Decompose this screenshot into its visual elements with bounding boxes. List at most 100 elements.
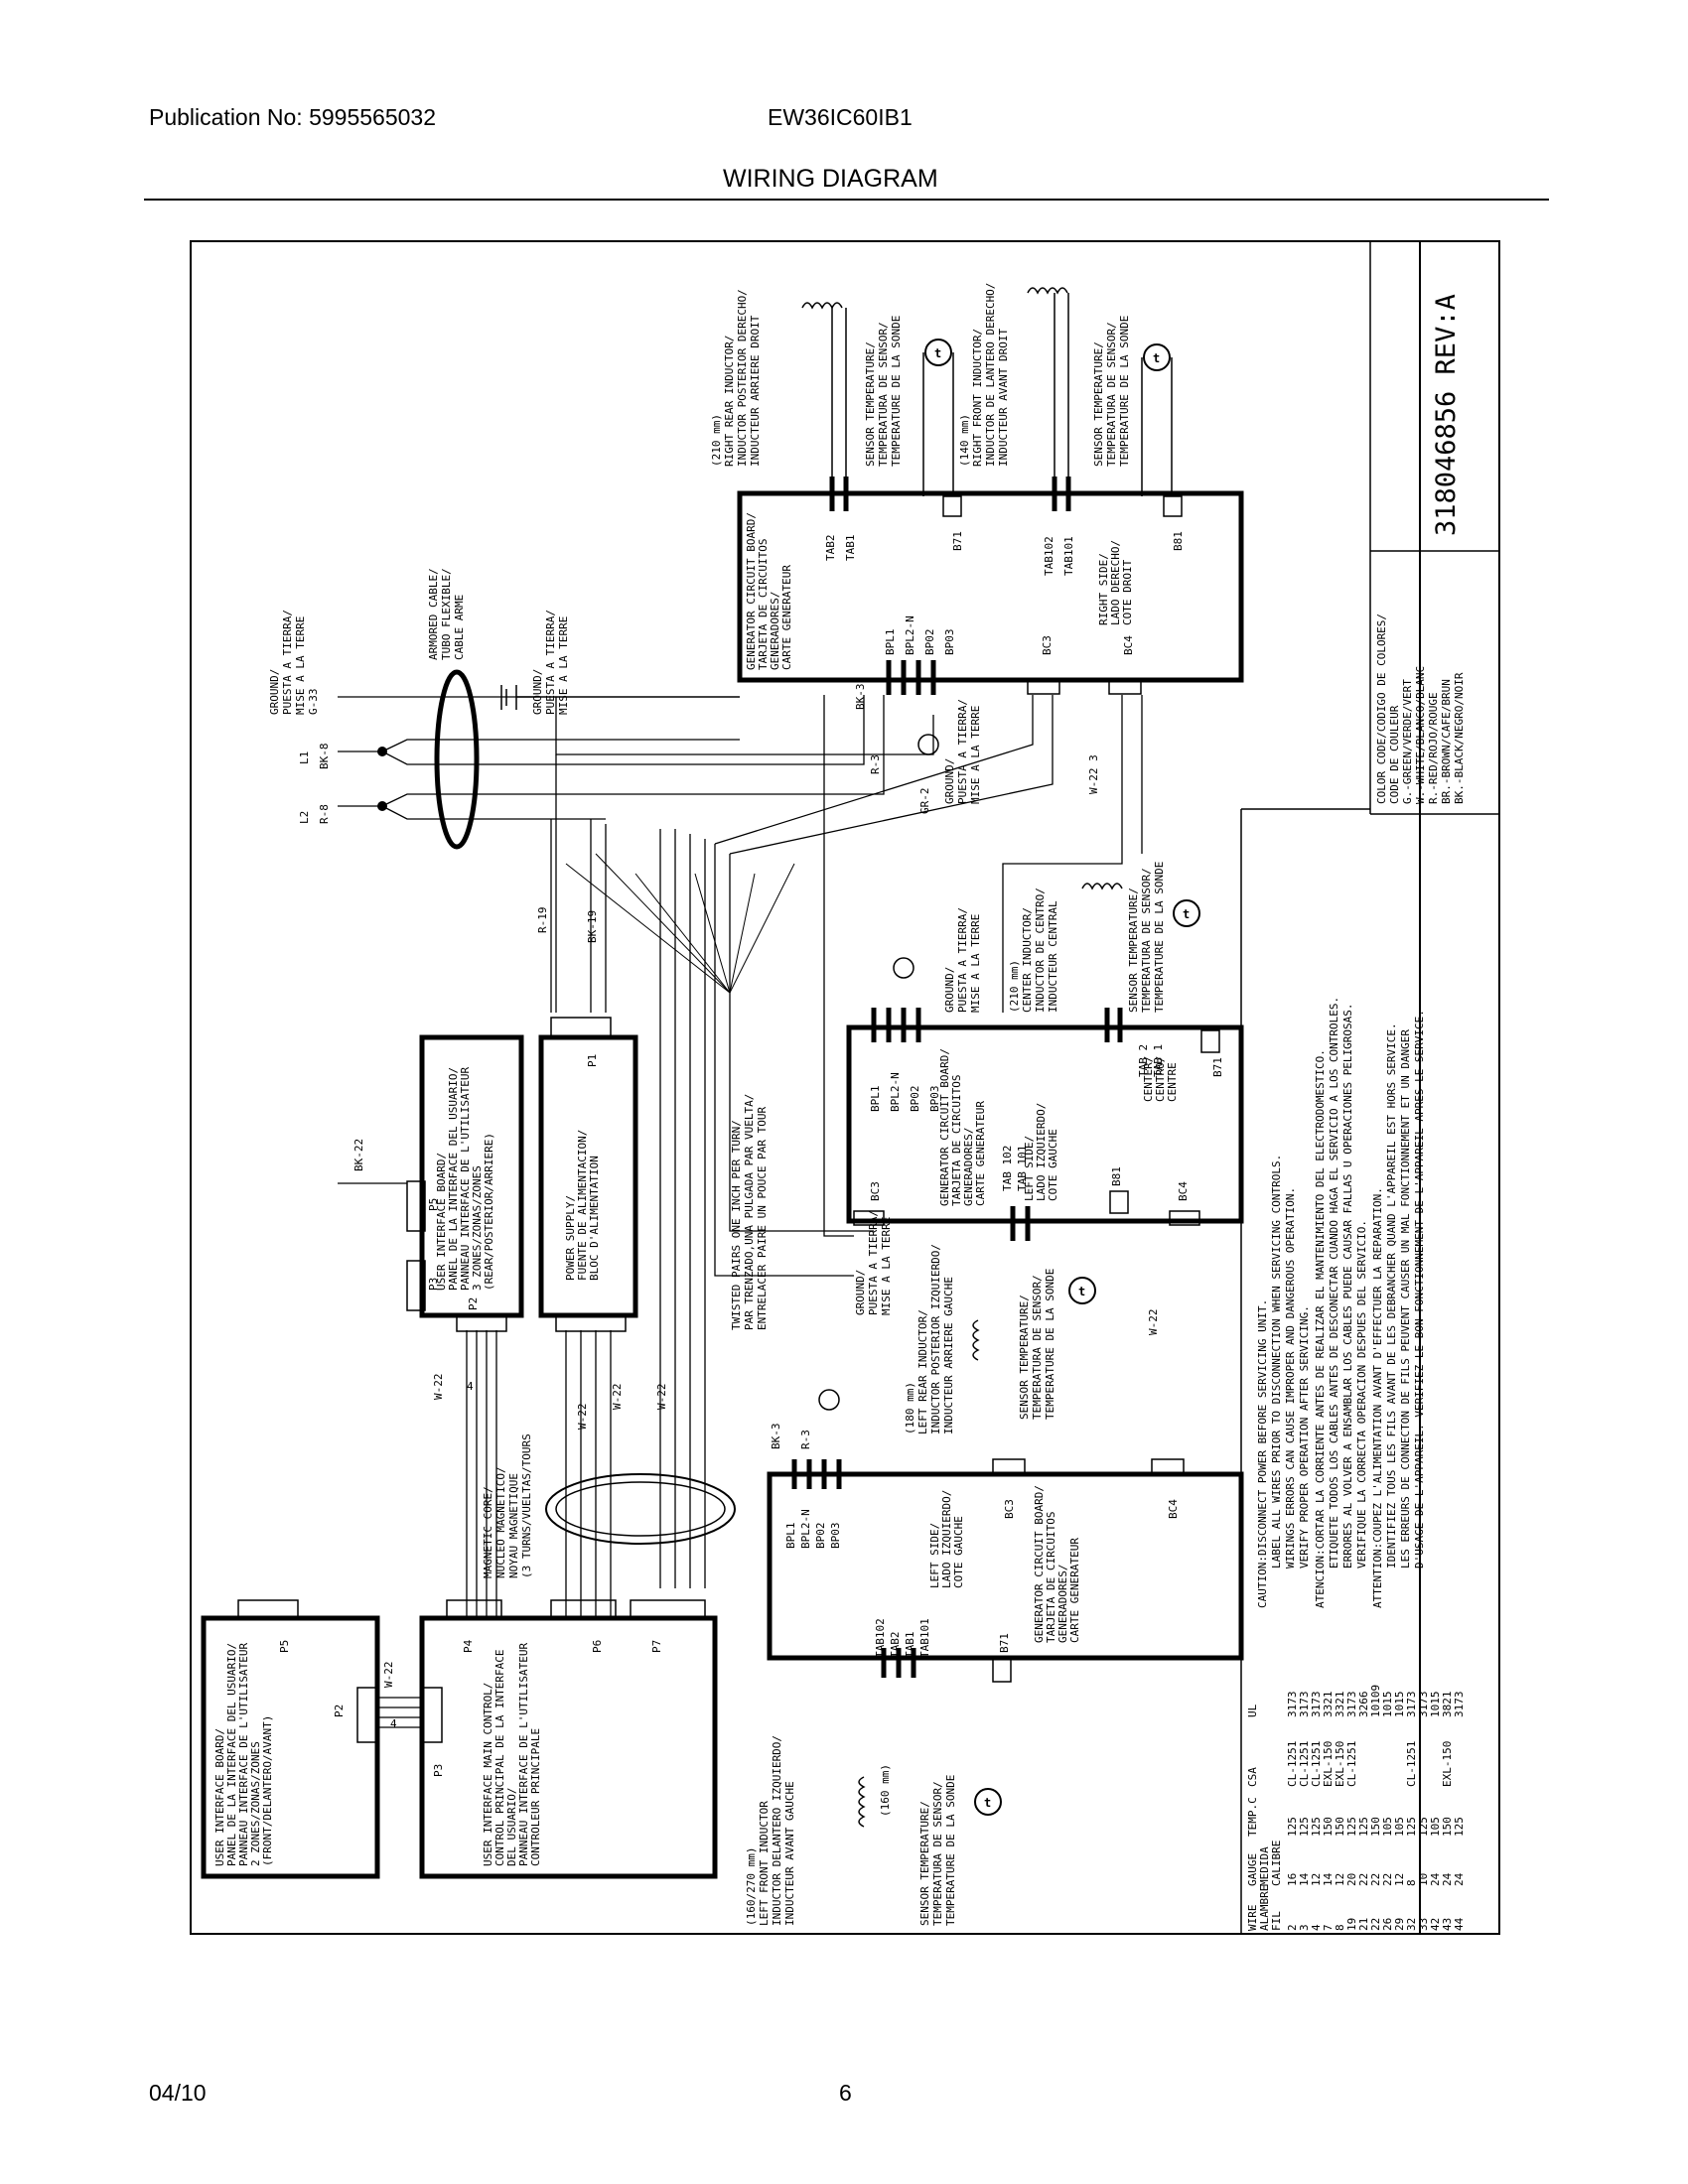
svg-text:BK.-BLACK/NEGRO/NOIR: BK.-BLACK/NEGRO/NOIR	[1453, 672, 1466, 804]
tab2-center: TAB 2	[1137, 1044, 1150, 1077]
sensor-t-glyph: t	[1153, 351, 1160, 365]
bk19-label: BK-19	[586, 910, 599, 943]
bc4-label: BC4	[1122, 635, 1135, 655]
svg-text:LEFT SIDE/: LEFT SIDE/	[928, 1523, 941, 1588]
svg-text:PANNEAU INTERFACE DE L'UTILISA: PANNEAU INTERFACE DE L'UTILISATEUR	[459, 1066, 472, 1291]
table-cell: 1015	[1381, 1692, 1394, 1718]
bc3-label: BC3	[1041, 635, 1054, 655]
svg-text:TEMPERATURE DE LA SONDE: TEMPERATURE DE LA SONDE	[944, 1775, 957, 1926]
table-cell: 3173	[1298, 1692, 1311, 1718]
table-header: UL	[1246, 1704, 1259, 1717]
svg-text:INDUCTOR POSTERIOR IZQUIERDO/: INDUCTOR POSTERIOR IZQUIERDO/	[929, 1244, 942, 1434]
center-side-label: CENTER/ CENTRO/ CENTRE	[1142, 1056, 1179, 1102]
table-cell: 105	[1381, 1817, 1394, 1837]
bpl2n-center: BPL2-N	[889, 1072, 902, 1112]
bc3-bottom: BC3	[1003, 1499, 1016, 1519]
svg-text:LEFT FRONT INDUCTOR: LEFT FRONT INDUCTOR	[758, 1801, 771, 1926]
bpl2n-label: BPL2-N	[904, 615, 916, 655]
tab1-bottom: TAB1	[904, 1632, 916, 1659]
svg-text:GENERADORES/: GENERADORES/	[769, 592, 781, 670]
svg-text:2 ZONES/ZONAS/ZONES: 2 ZONES/ZONAS/ZONES	[249, 1741, 262, 1866]
ui-2zone-wires	[377, 1697, 422, 1728]
table-cell: 1015	[1429, 1692, 1442, 1718]
svg-text:NUCLEO MAGNETICO/: NUCLEO MAGNETICO/	[494, 1466, 507, 1578]
connector-block	[550, 1017, 612, 1038]
svg-text:R.-RED/ROJO/ROUGE: R.-RED/ROJO/ROUGE	[1427, 692, 1440, 804]
l1-label: L1	[298, 751, 311, 764]
svg-text:SENSOR TEMPERATURE/: SENSOR TEMPERATURE/	[864, 341, 877, 467]
b81-center: B81	[1110, 1166, 1123, 1186]
svg-text:WIRINGS ERRORS CAN CAUSE IMPRO: WIRINGS ERRORS CAN CAUSE IMPROPER AND DA…	[1284, 1187, 1297, 1569]
sensor-t-glyph: t	[984, 1796, 991, 1810]
table-header: CSA	[1246, 1767, 1259, 1787]
svg-text:INDUCTEUR AVANT GAUCHE: INDUCTEUR AVANT GAUCHE	[783, 1781, 796, 1926]
svg-text:MISE A LA TERRE: MISE A LA TERRE	[557, 616, 570, 715]
right-side-label: RIGHT SIDE/ LADO DERECHO/ COTE DROIT	[1097, 540, 1134, 625]
ground3-label: GROUND/ PUESTA A TIERRA/ MISE A LA TERRE	[943, 699, 982, 804]
table-cell: 105	[1429, 1817, 1442, 1837]
svg-text:LADO IZQUIERDO/: LADO IZQUIERDO/	[1035, 1103, 1048, 1201]
svg-text:MISE A LA TERRE: MISE A LA TERRE	[880, 1217, 893, 1315]
w22-2zone-label: W-22	[382, 1662, 395, 1689]
diagram-frame	[190, 240, 1500, 1935]
bpl1-label: BPL1	[884, 629, 897, 656]
left-rear-inductor-coil	[972, 1319, 980, 1361]
svg-text:GENERATOR CIRCUIT BOARD/: GENERATOR CIRCUIT BOARD/	[745, 512, 758, 670]
table-cell: 22	[1369, 1873, 1382, 1886]
bp03-label: BP03	[943, 629, 956, 656]
p5-label: P5	[427, 1198, 440, 1211]
magnetic-core	[545, 1473, 736, 1545]
svg-text:VERIFIQUE LA CORRECTA OPERACIO: VERIFIQUE LA CORRECTA OPERACION DESPUES …	[1355, 1220, 1368, 1569]
right-front-inductor-coil	[1027, 287, 1068, 295]
right-front-inductor-label: (140 mm) RIGHT FRONT INDUCTOR/ INDUCTOR …	[958, 283, 1010, 467]
tab-connectors-center	[871, 1008, 1123, 1241]
sensor-icon	[1068, 1277, 1096, 1304]
sensor-icon	[924, 339, 952, 366]
bottom-side-label: LEFT SIDE/ LADO IZQUIERDO/ COTE GAUCHE	[928, 1490, 965, 1588]
svg-text:(160/270 mm): (160/270 mm)	[745, 1847, 758, 1926]
svg-text:GENERADORES/: GENERADORES/	[1056, 1565, 1069, 1643]
svg-text:CABLE ARME: CABLE ARME	[453, 595, 466, 660]
tab-connectors-bottom	[791, 1459, 916, 1678]
model-number: EW36IC60IB1	[768, 104, 913, 130]
tab1-center: TAB 1	[1152, 1044, 1165, 1077]
magnetic-core-inner	[555, 1481, 726, 1537]
table-header: FIL	[1270, 1911, 1283, 1931]
connector-block	[237, 1599, 299, 1619]
svg-text:INDUCTEUR ARRIERE DROIT: INDUCTEUR ARRIERE DROIT	[749, 315, 762, 467]
gr2-label: GR-2	[918, 788, 931, 815]
svg-text:PANNEAU INTERFACE DE L'UTILISA: PANNEAU INTERFACE DE L'UTILISATEUR	[237, 1642, 250, 1866]
ground-center-label: GROUND/ PUESTA A TIERRA/ MISE A LA TERRE	[943, 907, 982, 1013]
table-cell: 33	[1417, 1918, 1430, 1931]
svg-text:(FRONT/DELANTERO/AVANT): (FRONT/DELANTERO/AVANT)	[261, 1715, 274, 1866]
svg-text:FUENTE DE ALIMENTACION/: FUENTE DE ALIMENTACION/	[576, 1130, 589, 1281]
svg-text:CONTROLEUR PRINCIPALE: CONTROLEUR PRINCIPALE	[529, 1728, 542, 1866]
table-cell: 8	[1405, 1879, 1418, 1886]
twisted-pairs-note: TWISTED PAIRS ONE INCH PER TURN/ PAR TRE…	[730, 1094, 769, 1330]
table-cell: 8	[1334, 1924, 1346, 1931]
svg-text:3 ZONES/ZONAS/ZONES: 3 ZONES/ZONAS/ZONES	[471, 1165, 484, 1291]
table-cell: 16	[1286, 1873, 1299, 1886]
connector-block	[356, 1687, 378, 1743]
svg-text:GROUND/: GROUND/	[268, 669, 281, 715]
svg-text:ENTRELACER PAIRE UN POUCE PAR: ENTRELACER PAIRE UN POUCE PAR TOUR	[756, 1106, 769, 1330]
svg-text:INDUCTEUR CENTRAL: INDUCTEUR CENTRAL	[1047, 900, 1059, 1013]
generator-board-center	[846, 1024, 1244, 1224]
table-cell: 125	[1298, 1817, 1311, 1837]
tab102-label: TAB102	[1043, 536, 1055, 576]
svg-text:COTE DROIT: COTE DROIT	[1121, 559, 1134, 625]
svg-text:TARJETA DE CIRCUITOS: TARJETA DE CIRCUITOS	[950, 1075, 963, 1206]
svg-text:INDUCTOR POSTERIOR DERECHO/: INDUCTOR POSTERIOR DERECHO/	[736, 289, 749, 467]
wire-gauge-table: WIREGAUGETEMP.CCSAULALAMBREMEDIDAFILCALI…	[1246, 1685, 1466, 1931]
svg-text:RIGHT REAR INDUCTOR/: RIGHT REAR INDUCTOR/	[723, 336, 736, 467]
table-cell: 24	[1441, 1872, 1454, 1886]
r3-label: R-3	[869, 754, 882, 774]
table-cell: 2	[1286, 1924, 1299, 1931]
table-header: MEDIDA	[1258, 1846, 1271, 1886]
tab102-center: TAB 102	[1001, 1146, 1014, 1191]
main-control-label: USER INTERFACE MAIN CONTROL/ CONTROL PRI…	[482, 1642, 542, 1866]
svg-text:TEMPERATURA DE SENSOR/: TEMPERATURA DE SENSOR/	[1031, 1275, 1044, 1420]
table-cell: 12	[1393, 1873, 1406, 1886]
bk8-label: BK-8	[318, 744, 331, 770]
connector-block	[1169, 1210, 1200, 1226]
